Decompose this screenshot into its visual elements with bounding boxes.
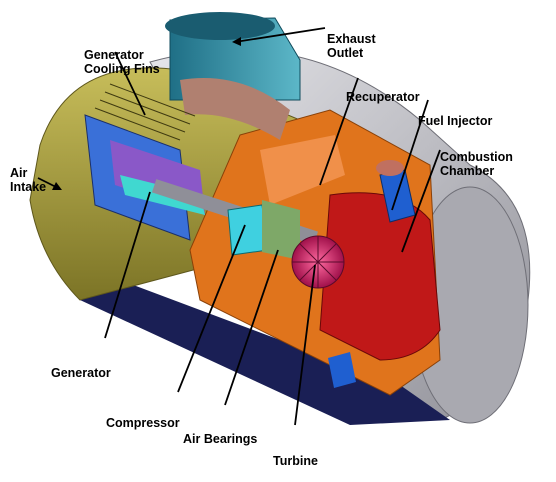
leader-exhaust-outlet <box>234 27 326 43</box>
leader-compressor <box>177 224 246 393</box>
label-air-bearings: Air Bearings <box>183 432 258 446</box>
label-turbine: Turbine <box>273 454 318 468</box>
leader-recuperator <box>319 77 359 186</box>
label-fuel-injector: Fuel Injector <box>418 114 493 128</box>
cooling-fins <box>94 83 196 141</box>
leader-arrowheads <box>52 37 241 190</box>
microturbine-cutaway <box>29 12 531 426</box>
recuperator-face <box>260 135 345 205</box>
lower-injector <box>328 352 356 388</box>
combustion-chamber-shape <box>319 192 441 361</box>
label-compressor: Compressor <box>106 416 180 430</box>
leader-air-bearings <box>224 249 279 406</box>
leader-turbine <box>294 264 316 426</box>
exhaust-opening <box>165 12 275 40</box>
exhaust-scroll <box>180 78 290 140</box>
label-recuperator: Recuperator <box>346 90 420 104</box>
leader-combustion-chamber <box>401 149 441 253</box>
leader-fuel-injector <box>391 99 429 211</box>
fuel-injector-cap <box>376 160 404 176</box>
leader-generator <box>104 191 151 339</box>
housing-base <box>70 255 450 425</box>
leader-lines <box>37 27 441 426</box>
leader-cooling-fins <box>114 51 146 116</box>
label-generator: Generator <box>51 366 111 380</box>
turbine-blades <box>292 236 344 288</box>
air-bearing-housing <box>262 200 300 260</box>
